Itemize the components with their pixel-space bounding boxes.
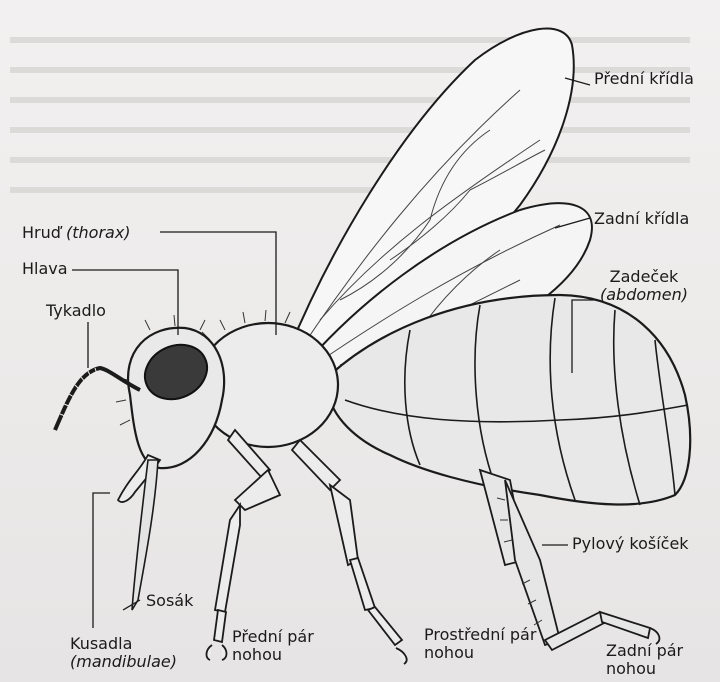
front-leg bbox=[206, 430, 280, 660]
label-front-legs-line1: Přední pár bbox=[232, 628, 314, 646]
label-mandibles: Kusadla (mandibulae) bbox=[70, 635, 177, 671]
label-head: Hlava bbox=[22, 260, 68, 278]
label-front-legs: Přední pár nohou bbox=[232, 628, 314, 664]
label-middle-legs-line2: nohou bbox=[424, 644, 536, 662]
label-front-legs-line2: nohou bbox=[232, 646, 314, 664]
label-antenna: Tykadlo bbox=[46, 302, 106, 320]
label-thorax: Hruď (thorax) bbox=[22, 224, 131, 242]
label-abdomen-czech: Zadeček bbox=[600, 268, 688, 286]
label-thorax-czech: Hruď bbox=[22, 223, 61, 242]
label-pollen-basket: Pylový košíček bbox=[572, 535, 689, 553]
leader-mandibles bbox=[93, 493, 110, 628]
background-texture bbox=[10, 40, 690, 190]
label-thorax-latin: (thorax) bbox=[66, 223, 131, 242]
label-front-wing: Přední křídla bbox=[594, 70, 694, 88]
label-abdomen: Zadeček (abdomen) bbox=[600, 268, 688, 304]
label-middle-legs-line1: Prostřední pár bbox=[424, 626, 536, 644]
label-hind-legs-line2: nohou bbox=[606, 660, 683, 678]
label-hind-wing: Zadní křídla bbox=[594, 210, 689, 228]
label-proboscis: Sosák bbox=[146, 592, 193, 610]
label-middle-legs: Prostřední pár nohou bbox=[424, 626, 536, 662]
label-mandibles-czech: Kusadla bbox=[70, 635, 177, 653]
label-abdomen-latin: (abdomen) bbox=[600, 286, 688, 304]
label-mandibles-latin: (mandibulae) bbox=[70, 653, 177, 671]
label-hind-legs-line1: Zadní pár bbox=[606, 642, 683, 660]
label-hind-legs: Zadní pár nohou bbox=[606, 642, 683, 678]
